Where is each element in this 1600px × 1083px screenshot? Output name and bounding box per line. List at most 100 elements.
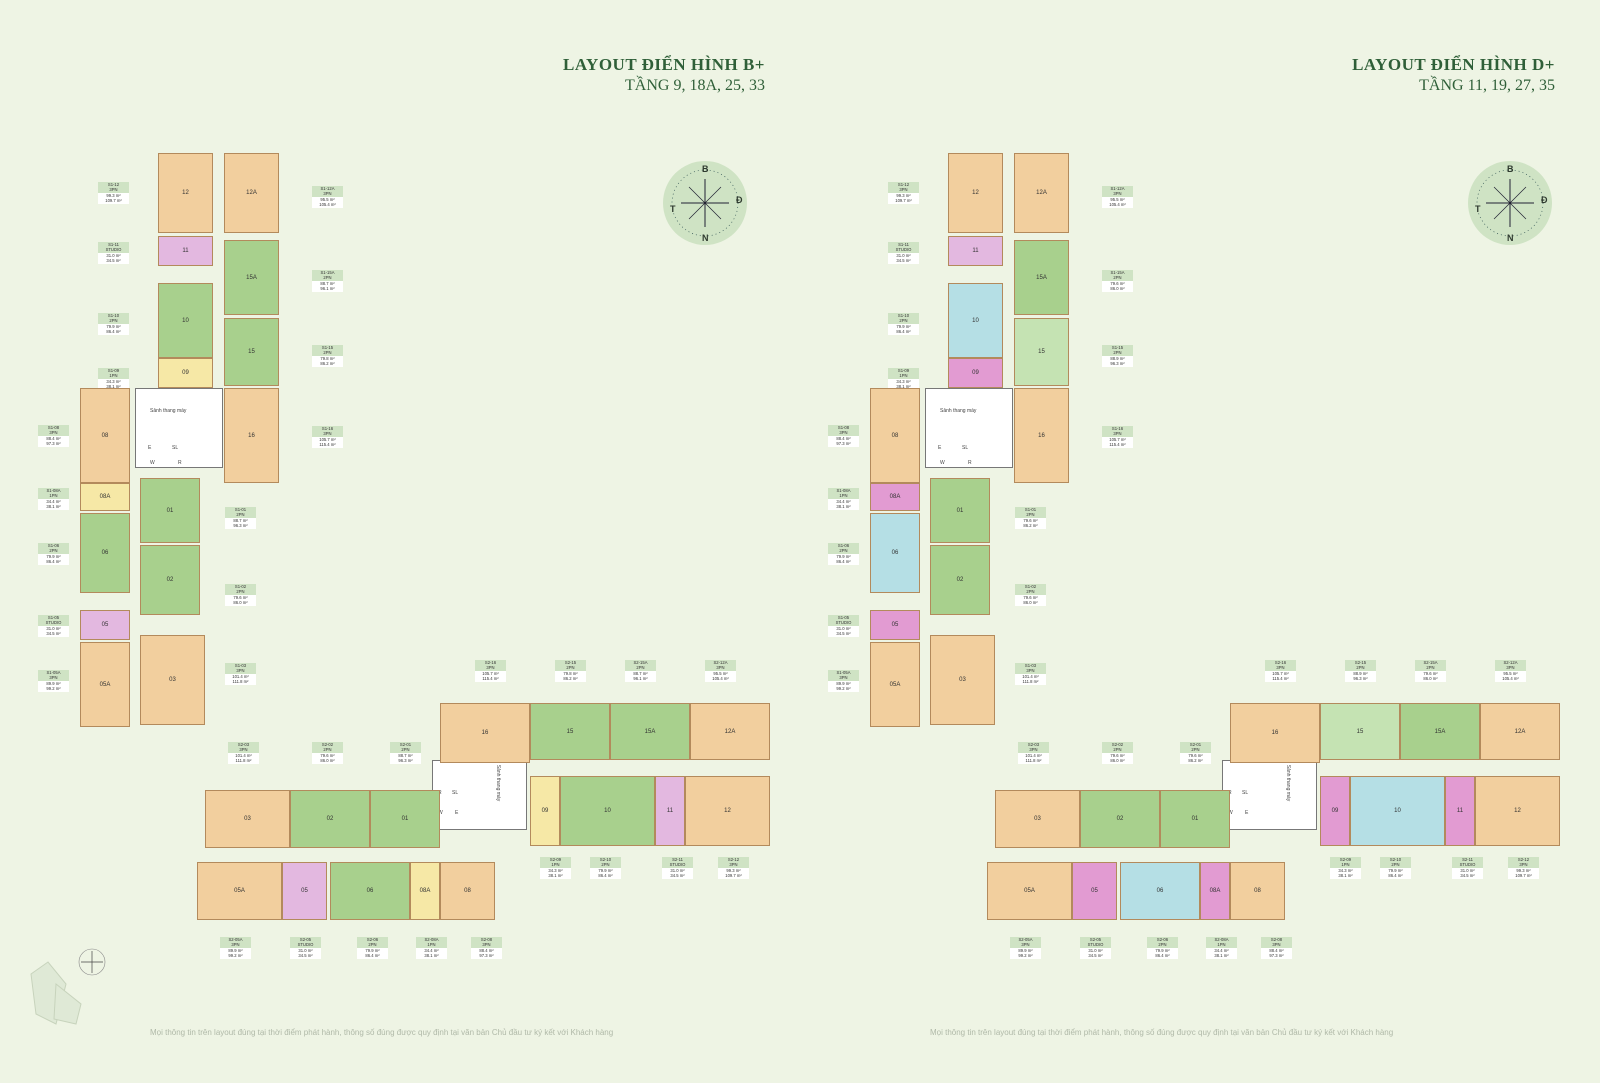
apartment-unit[interactable]: 12A — [690, 703, 770, 760]
apartment-unit[interactable]: 16 — [440, 703, 530, 763]
apartment-unit[interactable]: 08A — [80, 483, 130, 511]
apartment-unit[interactable]: 11 — [655, 776, 685, 846]
apartment-unit[interactable]: 15A — [610, 703, 690, 760]
unit-tag-type: 2PN — [888, 318, 919, 324]
apartment-unit[interactable]: 05 — [282, 862, 327, 920]
apartment-unit[interactable]: 15 — [224, 318, 279, 386]
apartment-unit[interactable]: 08A — [870, 483, 920, 511]
unit-tag-type: 2PN — [1015, 512, 1046, 518]
apartment-unit[interactable]: 05 — [80, 610, 130, 640]
apartment-unit[interactable]: 01 — [140, 478, 200, 543]
unit-tag-a2: 86.0 m² — [1102, 286, 1133, 292]
apartment-unit[interactable]: 15 — [530, 703, 610, 760]
apartment-unit[interactable]: 10 — [948, 283, 1003, 358]
unit-tag-code: S2-02 — [1102, 742, 1133, 748]
apartment-unit[interactable]: 03 — [930, 635, 995, 725]
unit-tag-a2: 86.4 m² — [590, 873, 621, 879]
unit-tag-code: S1-05 — [38, 615, 69, 621]
apartment-unit[interactable]: 02 — [140, 545, 200, 615]
apartment-unit[interactable]: 05 — [1072, 862, 1117, 920]
apartment-unit[interactable]: 02 — [930, 545, 990, 615]
unit-number: 08A — [99, 494, 111, 500]
apartment-unit[interactable]: 16 — [1014, 388, 1069, 483]
compass-south: N — [702, 233, 709, 243]
apartment-unit[interactable]: 03 — [205, 790, 290, 848]
apartment-unit[interactable]: 12A — [1014, 153, 1069, 233]
apartment-unit[interactable]: 06 — [80, 513, 130, 593]
unit-tag-a2: 86.4 m² — [1380, 873, 1411, 879]
apartment-unit[interactable]: 05A — [987, 862, 1072, 920]
apartment-unit[interactable]: 15 — [1320, 703, 1400, 760]
apartment-unit[interactable]: 08A — [1200, 862, 1230, 920]
apartment-unit[interactable]: 16 — [1230, 703, 1320, 763]
apartment-unit[interactable]: 09 — [158, 358, 213, 388]
apartment-unit[interactable]: 16 — [224, 388, 279, 483]
unit-tag-a1: 34.4 m² — [828, 498, 859, 505]
apartment-unit[interactable]: 12 — [685, 776, 770, 846]
apartment-unit[interactable]: 10 — [1350, 776, 1445, 846]
unit-number: 08 — [101, 432, 109, 439]
apartment-unit[interactable]: 02 — [1080, 790, 1160, 848]
unit-tag-a2: 38.1 m² — [38, 504, 69, 510]
apartment-unit[interactable]: 01 — [1160, 790, 1230, 848]
lobby-label-s2: Sảnh thang máy — [1285, 764, 1292, 802]
unit-tag-a1: 101.4 m² — [1015, 673, 1046, 680]
unit-tag-type: STUDIO — [38, 620, 69, 626]
apartment-unit[interactable]: 01 — [930, 478, 990, 543]
apartment-unit[interactable]: 09 — [1320, 776, 1350, 846]
apartment-unit[interactable]: 03 — [140, 635, 205, 725]
apartment-unit[interactable]: 05 — [870, 610, 920, 640]
apartment-unit[interactable]: 09 — [530, 776, 560, 846]
unit-tag-a1: 105.7 m² — [475, 670, 506, 677]
apartment-unit[interactable]: 08 — [440, 862, 495, 920]
unit-tag-a2: 111.8 m² — [1018, 758, 1049, 764]
right-title: LAYOUT ĐIỂN HÌNH D+ TẦNG 11, 19, 27, 35 — [1310, 55, 1555, 95]
apartment-unit[interactable]: 01 — [370, 790, 440, 848]
apartment-unit[interactable]: 15A — [1400, 703, 1480, 760]
apartment-unit[interactable]: 11 — [158, 236, 213, 266]
unit-tag-type: 2PN — [1015, 589, 1046, 595]
apartment-unit[interactable]: 08 — [80, 388, 130, 483]
unit-tag-type: 3PN — [471, 942, 502, 948]
apartment-unit[interactable]: 05A — [870, 642, 920, 727]
unit-tag-a1: 105.7 m² — [1102, 436, 1133, 443]
apartment-unit[interactable]: 08 — [1230, 862, 1285, 920]
apartment-unit[interactable]: 09 — [948, 358, 1003, 388]
apartment-unit[interactable]: 12A — [224, 153, 279, 233]
apartment-unit[interactable]: 12 — [158, 153, 213, 233]
apartment-unit[interactable]: 12 — [948, 153, 1003, 233]
apartment-unit[interactable]: 08A — [410, 862, 440, 920]
right-title-line2: TẦNG 11, 19, 27, 35 — [1419, 77, 1555, 94]
apartment-unit[interactable]: 15A — [224, 240, 279, 315]
unit-tag-a2: 34.5 m² — [1452, 873, 1483, 879]
apartment-unit[interactable]: 15 — [1014, 318, 1069, 386]
unit-tag-a1: 99.3 m² — [718, 867, 749, 874]
apartment-unit[interactable]: 08 — [870, 388, 920, 483]
apartment-unit[interactable]: 06 — [330, 862, 410, 920]
apartment-unit[interactable]: 10 — [158, 283, 213, 358]
unit-tag-type: 2PN — [828, 548, 859, 554]
unit-tag-a1: 88.7 m² — [225, 517, 256, 524]
apartment-unit[interactable]: 06 — [1120, 862, 1200, 920]
apartment-unit[interactable]: 15A — [1014, 240, 1069, 315]
apartment-unit[interactable]: 11 — [948, 236, 1003, 266]
apartment-unit[interactable]: 11 — [1445, 776, 1475, 846]
unit-tag-a1: 101.4 m² — [225, 673, 256, 680]
elevator-core-s2 — [432, 760, 527, 830]
apartment-unit[interactable]: 10 — [560, 776, 655, 846]
unit-tag-a1: 88.4 m² — [38, 435, 69, 442]
apartment-unit[interactable]: 12A — [1480, 703, 1560, 760]
apartment-unit[interactable]: 05A — [80, 642, 130, 727]
apartment-unit[interactable]: 03 — [995, 790, 1080, 848]
apartment-unit[interactable]: 02 — [290, 790, 370, 848]
apartment-unit[interactable]: 12 — [1475, 776, 1560, 846]
apartment-unit[interactable]: 06 — [870, 513, 920, 593]
unit-number: 05 — [301, 888, 308, 894]
unit-tag-a2: 86.0 m² — [225, 600, 256, 606]
apartment-unit[interactable]: 05A — [197, 862, 282, 920]
